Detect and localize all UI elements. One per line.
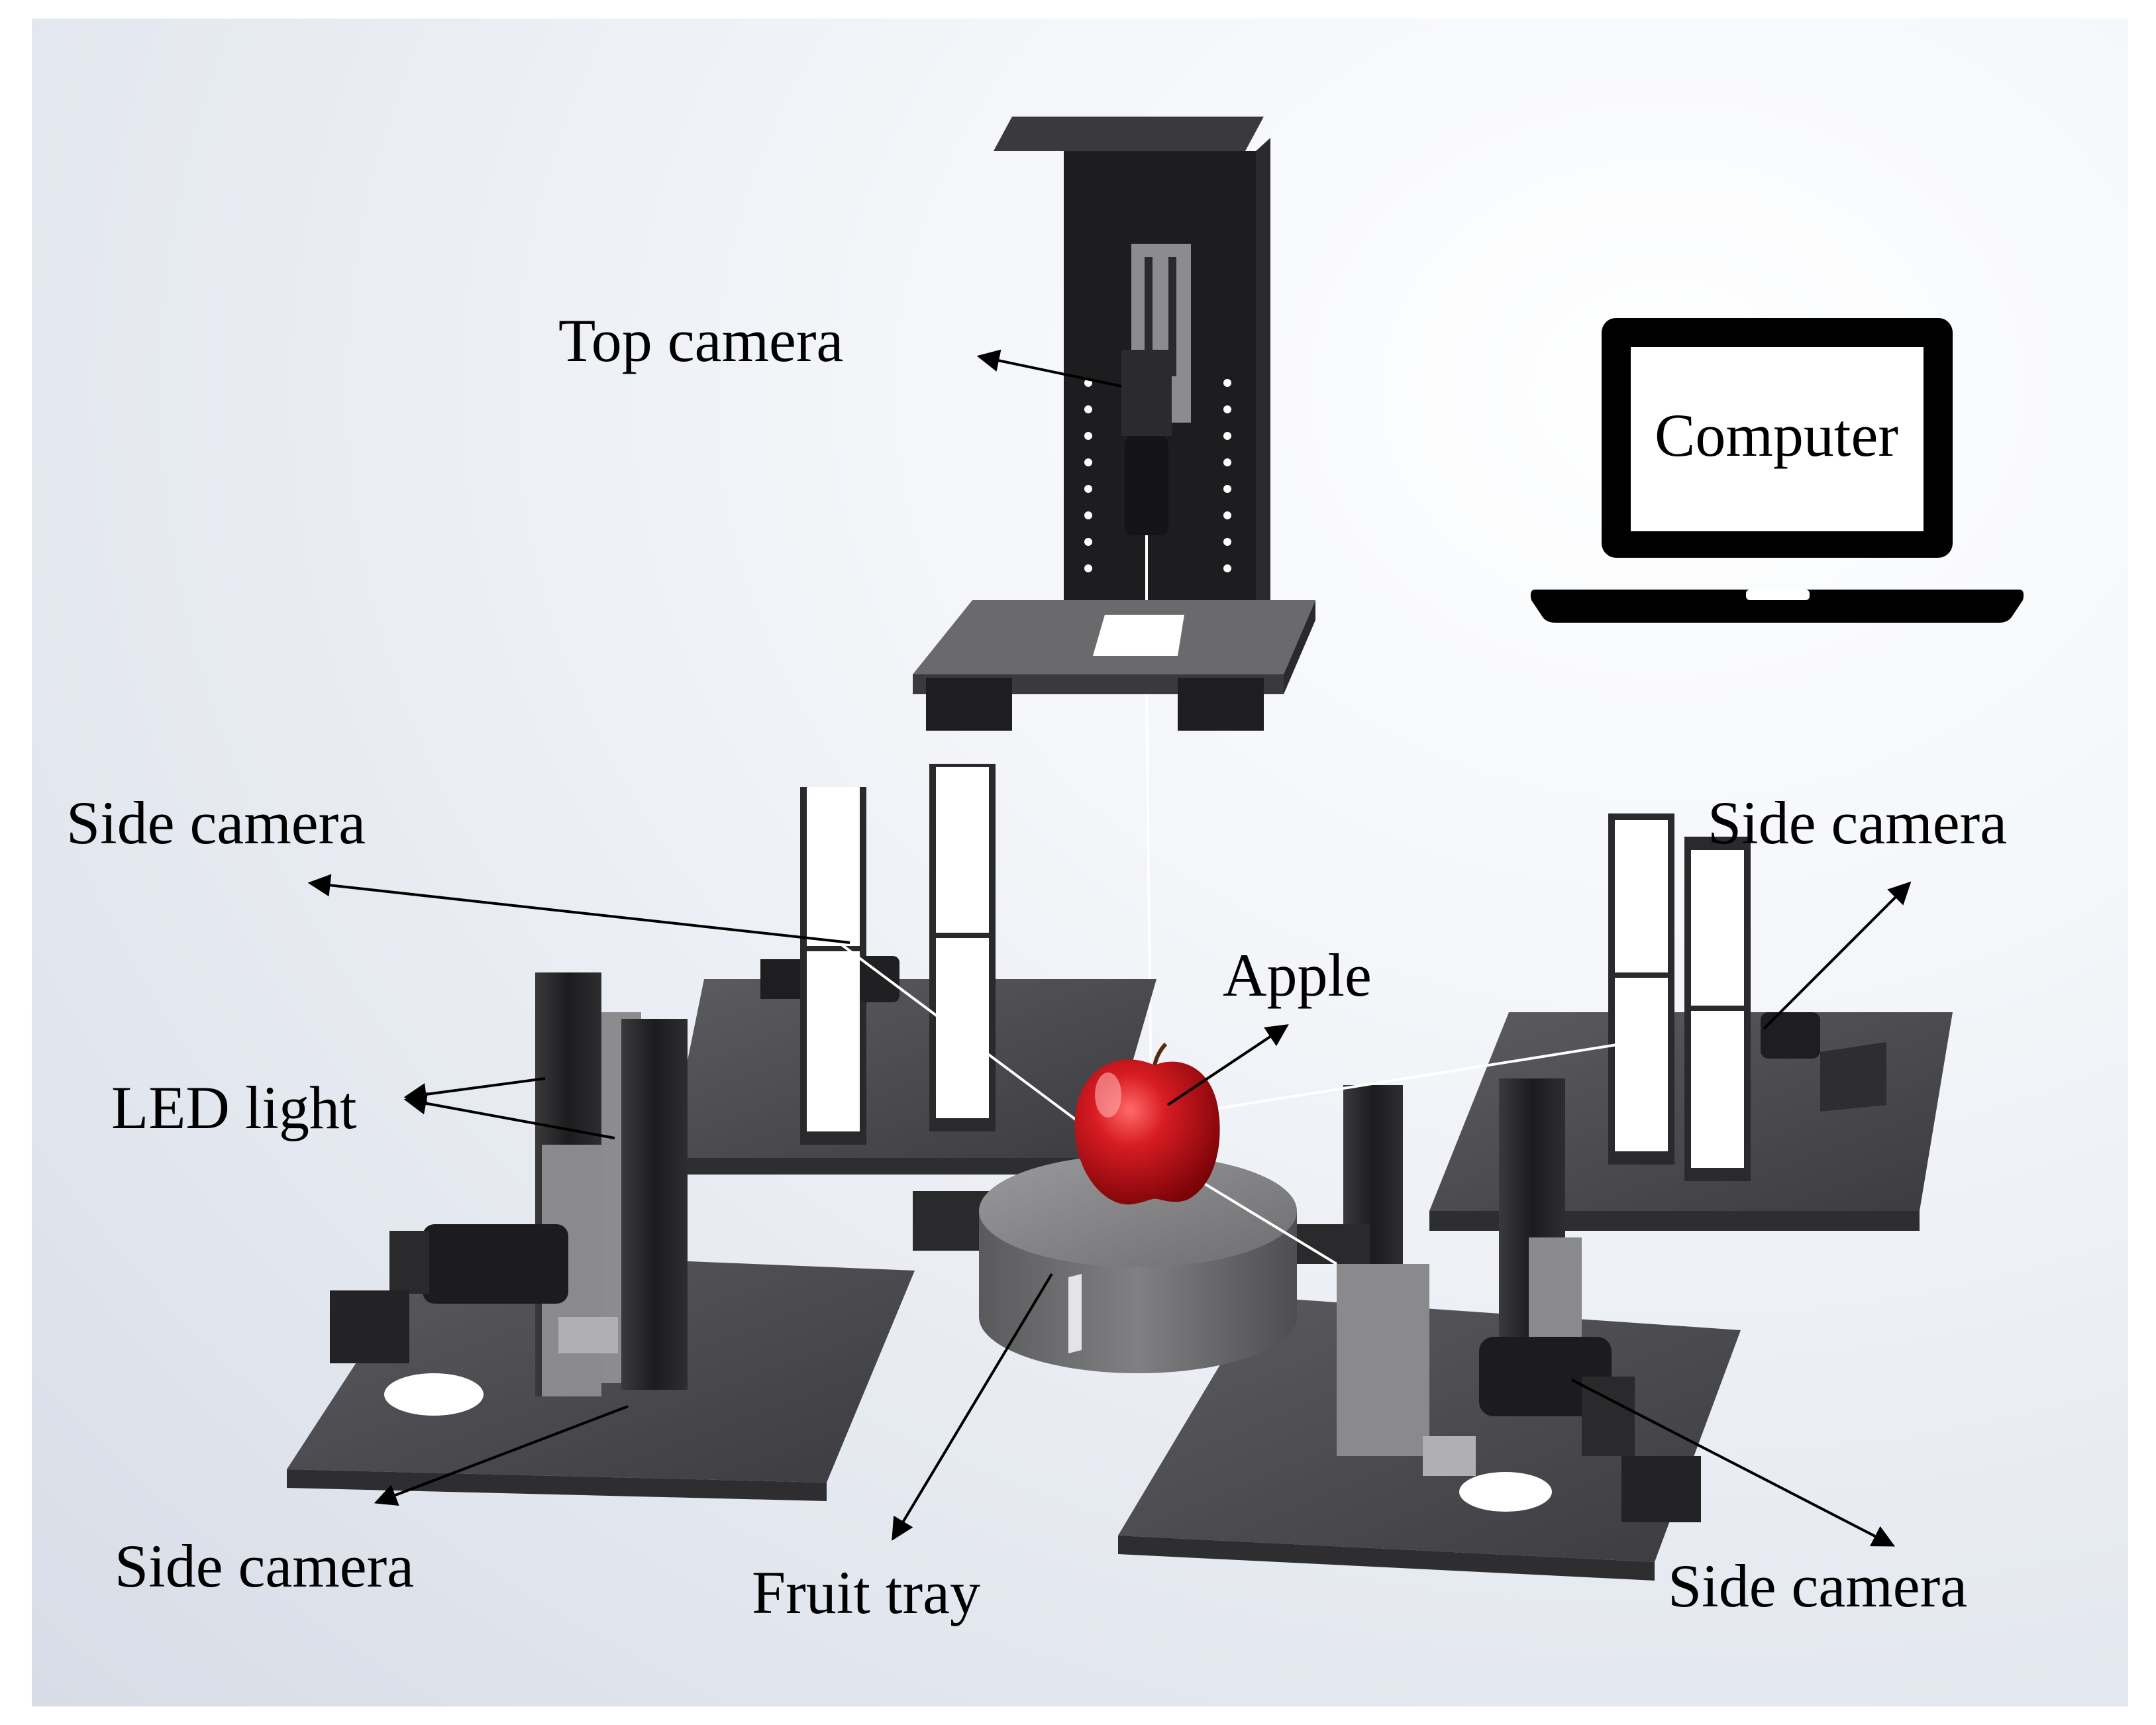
side-station-front-right xyxy=(1118,1078,1741,1581)
arrow-side-camera-lower-left xyxy=(374,1405,629,1506)
label-top-camera: Top camera xyxy=(558,307,844,374)
computer-icon xyxy=(1530,318,2024,623)
label-led-light: LED light xyxy=(111,1074,357,1141)
side-station-front-left xyxy=(287,972,915,1501)
top-camera-body xyxy=(1121,350,1172,436)
fruit-tray xyxy=(913,1155,1370,1373)
arrow-top-camera xyxy=(976,349,1122,388)
label-side-camera-lower-left: Side camera xyxy=(115,1532,415,1600)
arrow-led-light-1 xyxy=(403,1077,546,1106)
arrow-led-light-2 xyxy=(403,1092,615,1139)
label-side-camera-upper-right: Side camera xyxy=(1708,789,2008,857)
label-computer: Computer xyxy=(1655,401,1898,469)
arrow-side-camera-lower-right xyxy=(1571,1379,1896,1547)
arrow-side-camera-upper-left xyxy=(307,874,850,944)
label-fruit-tray: Fruit tray xyxy=(752,1559,980,1626)
arrow-apple xyxy=(1166,1024,1289,1106)
inspection-system-diagram: Top camera Computer Side camera Side cam… xyxy=(32,19,2128,1706)
annotation-arrows xyxy=(307,349,1912,1547)
arrow-side-camera-upper-right xyxy=(1763,881,1912,1030)
label-side-camera-upper-left: Side camera xyxy=(66,789,366,857)
label-apple: Apple xyxy=(1223,941,1372,1009)
label-side-camera-lower-right: Side camera xyxy=(1668,1552,1968,1620)
side-station-back-left xyxy=(668,764,1156,1175)
arrow-fruit-tray xyxy=(892,1273,1053,1541)
